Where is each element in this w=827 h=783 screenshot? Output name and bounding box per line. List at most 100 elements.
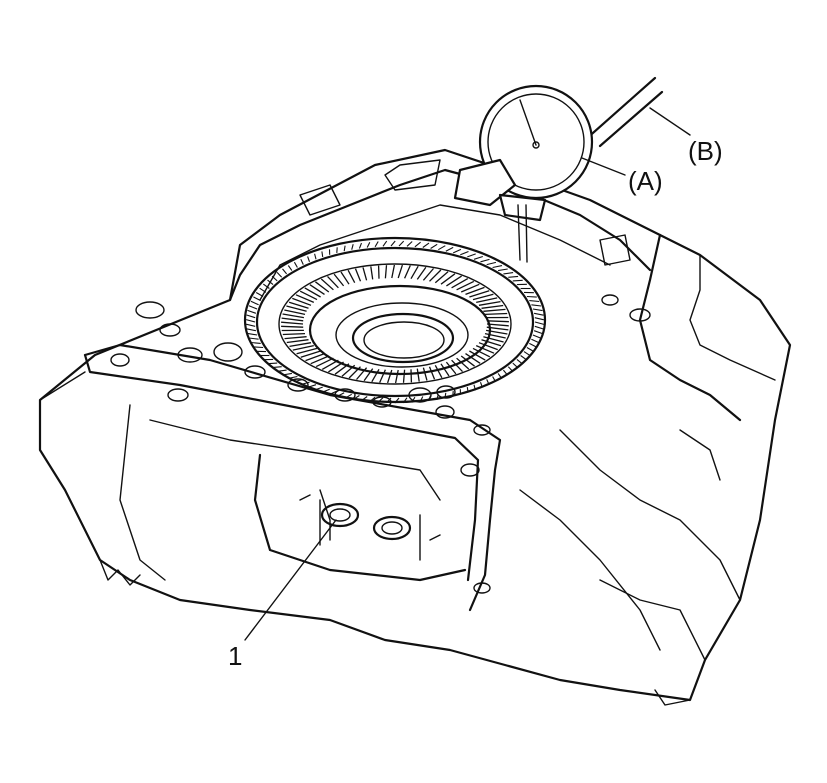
- gear-tooth: [379, 369, 386, 383]
- gear-tooth: [284, 336, 307, 340]
- gear-tooth: [460, 250, 469, 256]
- gear-tooth: [321, 251, 324, 257]
- gear-tooth: [445, 361, 457, 375]
- gear-tooth: [293, 261, 298, 268]
- gear-tooth: [248, 305, 258, 310]
- gear-tooth: [481, 304, 504, 309]
- ring-gear-teeth: [281, 264, 509, 384]
- gear-tooth: [498, 268, 508, 272]
- gear-tooth: [469, 290, 490, 298]
- gear-tooth: [503, 272, 514, 275]
- gear-tooth: [328, 361, 344, 373]
- gear-tooth: [287, 375, 298, 379]
- gear-tooth: [452, 248, 462, 254]
- gear-tooth: [340, 271, 350, 285]
- gear-tooth: [307, 384, 317, 389]
- gear-tooth: [446, 275, 462, 287]
- oil-passage-ports: [299, 494, 441, 561]
- gear-tooth: [456, 280, 475, 291]
- gear-tooth: [481, 339, 502, 347]
- gear-tooth: [356, 367, 368, 380]
- gear-tooth: [484, 312, 508, 316]
- gear-tooth: [422, 268, 434, 281]
- gear-tooth: [386, 369, 393, 384]
- gear-tooth: [246, 328, 257, 332]
- gear-tooth: [382, 240, 388, 247]
- gear-tooth: [292, 297, 312, 306]
- gear-tooth: [533, 330, 543, 335]
- gear-tooth: [512, 279, 523, 282]
- gear-tooth: [531, 304, 542, 307]
- gear-tooth: [430, 243, 438, 249]
- gear-tooth: [451, 278, 469, 289]
- gear-tooth: [262, 283, 270, 289]
- gear-tooth: [276, 369, 287, 372]
- gear-tooth: [305, 352, 325, 362]
- gear-tooth: [478, 300, 501, 306]
- gear-tooth: [428, 366, 436, 380]
- gear-tooth: [282, 332, 306, 336]
- gear-tooth: [410, 265, 419, 280]
- gear-tooth: [360, 396, 368, 402]
- gear-tooth: [351, 244, 354, 250]
- gear-tooth: [390, 240, 396, 247]
- gear-tooth: [369, 396, 376, 403]
- gear-tooth: [497, 373, 503, 379]
- gear-tooth: [362, 267, 368, 281]
- gear-tooth: [358, 242, 363, 249]
- gear-tooth: [416, 368, 420, 382]
- gear-tooth: [485, 329, 508, 335]
- gear-tooth: [295, 294, 315, 303]
- gear-tooth: [336, 392, 345, 398]
- gear-tooth: [467, 253, 476, 258]
- gear-tooth: [248, 337, 259, 340]
- gear-tooth: [512, 362, 519, 369]
- gear-tooth: [516, 358, 523, 365]
- gear-tooth: [321, 359, 339, 370]
- gear-tooth: [246, 314, 256, 319]
- gear-tooth: [314, 253, 317, 260]
- gear-tooth: [473, 255, 483, 260]
- gear-tooth: [276, 272, 283, 278]
- gear-tooth: [282, 372, 292, 376]
- gear-tooth: [334, 363, 350, 375]
- gear-tooth: [363, 368, 374, 382]
- gear-tooth: [411, 396, 416, 403]
- gear-tooth: [438, 245, 446, 251]
- gear-tooth: [304, 287, 321, 298]
- gear-tooth: [271, 366, 282, 369]
- gear-tooth: [245, 319, 256, 323]
- ring-gear-assembly: [243, 236, 547, 404]
- gear-tooth: [282, 313, 305, 319]
- gear-tooth: [465, 353, 481, 364]
- gear-tooth: [314, 386, 323, 391]
- gear-tooth: [533, 312, 544, 316]
- gear-tooth: [502, 369, 508, 376]
- gear-tooth: [486, 320, 509, 323]
- gear-tooth: [293, 378, 304, 383]
- drum-spline-teeth: [245, 240, 545, 404]
- gear-tooth: [526, 295, 537, 298]
- gear-tooth: [472, 347, 491, 358]
- gear-tooth: [508, 275, 519, 278]
- gear-tooth: [402, 369, 406, 383]
- gear-tooth: [532, 308, 543, 312]
- gear-tooth: [486, 326, 509, 331]
- gear-tooth: [374, 241, 379, 248]
- gear-tooth: [288, 301, 309, 309]
- gear-tooth: [483, 308, 506, 312]
- gear-tooth: [377, 397, 384, 403]
- gear-tooth: [315, 281, 330, 293]
- gear-tooth: [247, 309, 257, 314]
- gear-tooth: [465, 286, 485, 296]
- gear-tooth: [385, 397, 392, 404]
- gear-tooth: [526, 347, 535, 352]
- gear-tooth: [253, 296, 261, 302]
- gear-tooth: [286, 339, 309, 344]
- gear-tooth: [354, 268, 362, 282]
- gear-tooth: [523, 351, 531, 357]
- gear-tooth: [427, 395, 432, 402]
- gear-tooth: [384, 265, 388, 279]
- callout-leaders: [244, 107, 691, 641]
